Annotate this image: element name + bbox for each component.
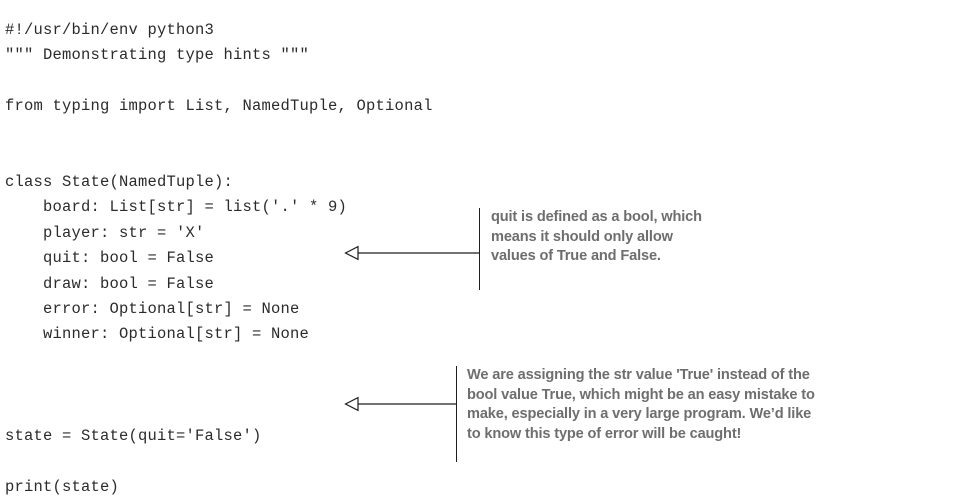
code-line: class State(NamedTuple): bbox=[5, 173, 233, 191]
callout-vertical-rule bbox=[479, 208, 480, 290]
callout-text-line: We are assigning the str value 'True' in… bbox=[467, 366, 815, 386]
code-line: print(state) bbox=[5, 478, 119, 496]
code-line-state-assign: state = State(quit='False') bbox=[5, 427, 262, 445]
callout-assign-str-text: We are assigning the str value 'True' in… bbox=[467, 366, 815, 444]
code-line: draw: bool = False bbox=[5, 275, 214, 293]
code-line: """ Demonstrating type hints """ bbox=[5, 46, 309, 64]
callout-text-line: to know this type of error will be caugh… bbox=[467, 425, 815, 445]
code-line: from typing import List, NamedTuple, Opt… bbox=[5, 97, 433, 115]
code-line: error: Optional[str] = None bbox=[5, 300, 300, 318]
callout-text-line: make, especially in a very large program… bbox=[467, 405, 815, 425]
code-line-quit: quit: bool = False bbox=[5, 249, 214, 267]
code-line: winner: Optional[str] = None bbox=[5, 325, 309, 343]
callout-text-line: values of True and False. bbox=[491, 247, 702, 267]
code-line: player: str = 'X' bbox=[5, 224, 205, 242]
callout-text-line: quit is defined as a bool, which bbox=[491, 208, 702, 228]
code-line: #!/usr/bin/env python3 bbox=[5, 21, 214, 39]
callout-text-line: bool value True, which might be an easy … bbox=[467, 386, 815, 406]
code-line: board: List[str] = list('.' * 9) bbox=[5, 198, 347, 216]
callout-arrow-assign-str-icon bbox=[342, 395, 459, 413]
callout-arrow-quit-bool-icon bbox=[342, 244, 482, 262]
callout-vertical-rule bbox=[456, 366, 457, 462]
callout-quit-bool-text: quit is defined as a bool, which means i… bbox=[491, 208, 702, 267]
callout-text-line: means it should only allow bbox=[491, 228, 702, 248]
